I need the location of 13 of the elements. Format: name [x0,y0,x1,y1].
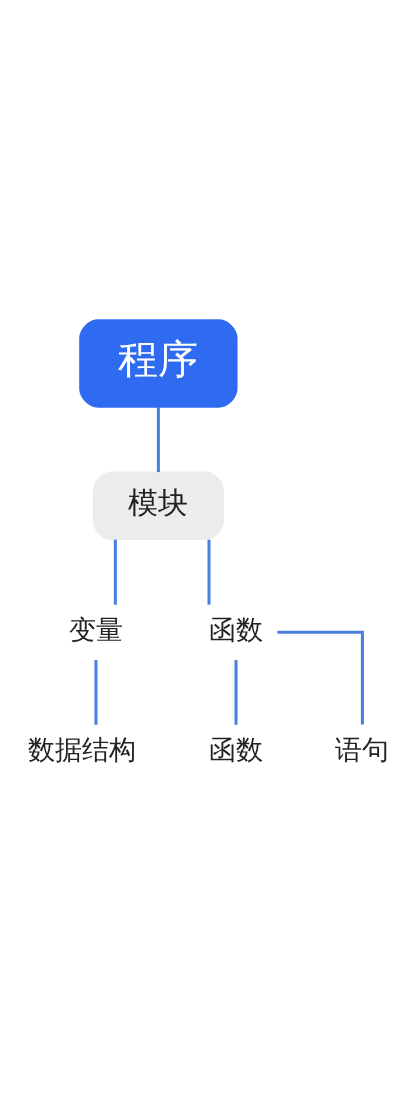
connector [277,630,364,725]
connector [207,539,211,605]
node-text: 函数 [209,613,264,645]
connector [94,660,98,725]
connector [234,660,238,725]
connector [156,406,160,473]
node-text: 变量 [68,613,123,645]
node-text: 函数 [209,734,264,766]
node-text: 数据结构 [28,734,137,766]
node-box: 模块 [92,471,224,541]
node-box: 程序 [79,319,238,408]
connector [113,539,117,605]
node-text: 语句 [335,734,390,766]
